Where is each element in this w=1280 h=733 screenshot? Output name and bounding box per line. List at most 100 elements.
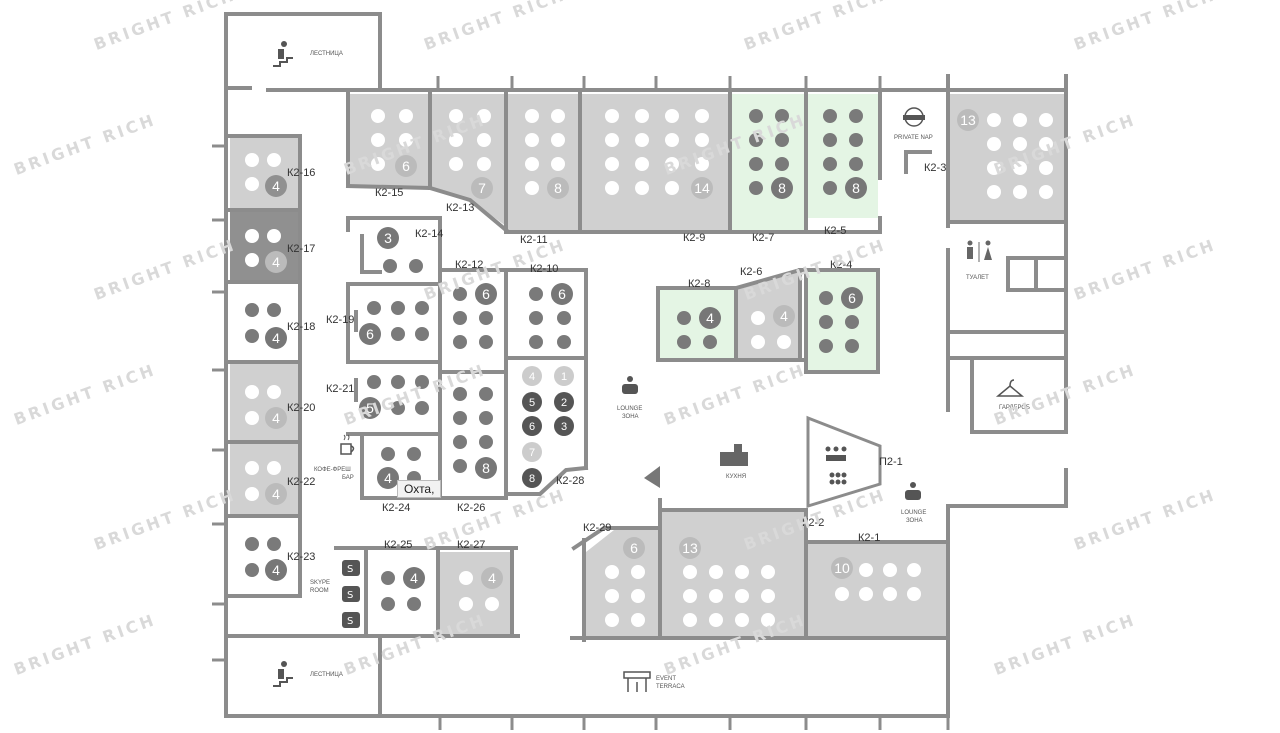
capacity-badge bbox=[691, 177, 713, 199]
room-K2-19[interactable] bbox=[350, 286, 438, 360]
seat bbox=[415, 401, 429, 415]
label-K2-28: К2-28 bbox=[556, 475, 584, 487]
seat bbox=[525, 133, 539, 147]
location-tag[interactable]: Охта, bbox=[397, 480, 442, 498]
seat bbox=[479, 387, 493, 401]
flag-icon bbox=[644, 466, 660, 488]
capacity-badge-number: 14 bbox=[694, 180, 710, 196]
pod-seat[interactable] bbox=[522, 392, 542, 412]
room-K2-27[interactable] bbox=[440, 552, 510, 634]
seat bbox=[245, 177, 259, 191]
seat bbox=[703, 335, 717, 349]
seat bbox=[775, 157, 789, 171]
room-K2-10[interactable] bbox=[508, 270, 584, 358]
pod-seat[interactable] bbox=[522, 442, 542, 462]
pod-seat[interactable] bbox=[554, 366, 574, 386]
lounge-2-label-a: LOUNGE bbox=[901, 510, 926, 516]
pod-seat[interactable] bbox=[522, 468, 542, 488]
pod-seat[interactable] bbox=[522, 366, 542, 386]
seat bbox=[1013, 113, 1027, 127]
seat bbox=[665, 157, 679, 171]
seat bbox=[459, 571, 473, 585]
seat bbox=[845, 315, 859, 329]
room-K2-29[interactable] bbox=[586, 530, 660, 636]
wardrobe-label: ГАРДЕРОБ bbox=[999, 405, 1030, 411]
room-K2-18[interactable] bbox=[230, 284, 298, 360]
label-K2-12: К2-12 bbox=[455, 259, 483, 271]
seat bbox=[525, 157, 539, 171]
seat bbox=[453, 311, 467, 325]
seat bbox=[391, 327, 405, 341]
capacity-badge-number: 4 bbox=[384, 470, 392, 486]
label-P2-1: П2-1 bbox=[879, 456, 903, 468]
room-K2-26[interactable] bbox=[440, 374, 504, 502]
room-K2-15[interactable] bbox=[350, 94, 430, 186]
seat bbox=[605, 133, 619, 147]
room-K2-5[interactable] bbox=[808, 94, 878, 218]
room-K2-23[interactable] bbox=[230, 518, 298, 596]
room-K2-4[interactable] bbox=[806, 270, 878, 370]
pod-seat[interactable] bbox=[554, 392, 574, 412]
capacity-badge-number: 4 bbox=[488, 570, 496, 586]
seat bbox=[449, 133, 463, 147]
seat bbox=[371, 157, 385, 171]
seat bbox=[529, 335, 543, 349]
label-K2-29: К2-29 bbox=[583, 522, 611, 534]
capacity-badge-number: 4 bbox=[780, 308, 788, 324]
pod-seat[interactable] bbox=[554, 416, 574, 436]
capacity-badge-number: 7 bbox=[478, 180, 486, 196]
seat bbox=[1039, 113, 1053, 127]
seat bbox=[459, 597, 473, 611]
seat bbox=[245, 153, 259, 167]
seat bbox=[677, 311, 691, 325]
room-K2-21[interactable] bbox=[350, 364, 438, 434]
room-P2-1[interactable] bbox=[806, 415, 882, 509]
room-K2-22[interactable] bbox=[230, 444, 298, 516]
seat bbox=[761, 589, 775, 603]
seat bbox=[1039, 137, 1053, 151]
capacity-badge-number: 8 bbox=[482, 460, 490, 476]
capacity-badge bbox=[679, 537, 701, 559]
room-K2-25[interactable] bbox=[370, 552, 436, 634]
seat bbox=[849, 109, 863, 123]
seat bbox=[391, 375, 405, 389]
seat bbox=[477, 157, 491, 171]
label-K2-16: К2-16 bbox=[287, 167, 315, 179]
lounge-chair-icon bbox=[905, 482, 921, 500]
pod-number: 4 bbox=[529, 371, 535, 383]
seat bbox=[677, 335, 691, 349]
seat bbox=[525, 109, 539, 123]
room-K2-7[interactable] bbox=[732, 94, 806, 230]
seat bbox=[605, 181, 619, 195]
seat bbox=[635, 133, 649, 147]
room-K2-16[interactable] bbox=[230, 136, 298, 210]
room-K2-1[interactable] bbox=[808, 544, 946, 636]
lounge-chair-icon bbox=[622, 376, 638, 394]
capacity-badge bbox=[471, 177, 493, 199]
capacity-badge bbox=[377, 227, 399, 249]
label-K2-4: К2-4 bbox=[830, 259, 852, 271]
room-K2-20[interactable] bbox=[230, 364, 298, 442]
seat bbox=[749, 109, 763, 123]
seat bbox=[835, 587, 849, 601]
seat bbox=[883, 563, 897, 577]
seat bbox=[761, 565, 775, 579]
capacity-badge bbox=[623, 537, 645, 559]
room-K2-8[interactable] bbox=[660, 288, 734, 358]
seat bbox=[819, 339, 833, 353]
seat bbox=[557, 335, 571, 349]
seat bbox=[267, 303, 281, 317]
pod-seat[interactable] bbox=[522, 416, 542, 436]
stairs-bottom-label: ЛЕСТНИЦА bbox=[310, 672, 343, 678]
room-K2-12[interactable] bbox=[440, 270, 504, 370]
room-K2-17[interactable] bbox=[230, 212, 298, 282]
seat bbox=[849, 157, 863, 171]
room-K2-11[interactable] bbox=[508, 94, 580, 230]
label-K2-8: К2-8 bbox=[688, 278, 710, 290]
seat bbox=[1039, 185, 1053, 199]
seat bbox=[245, 329, 259, 343]
stairs-icon bbox=[273, 661, 293, 687]
seat bbox=[631, 589, 645, 603]
